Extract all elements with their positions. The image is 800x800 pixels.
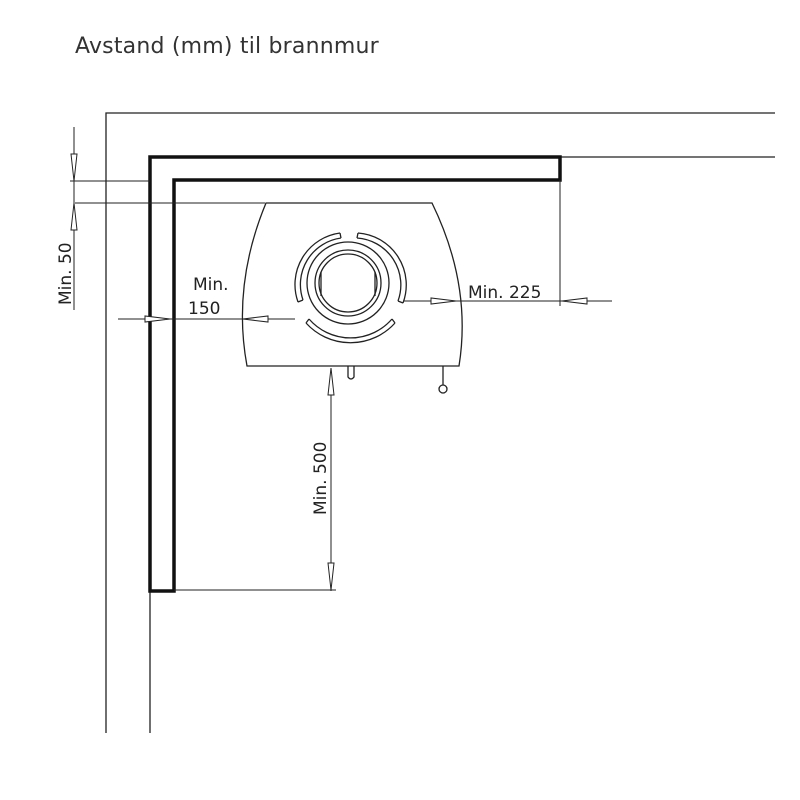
dimension-front-label: Min. 500 — [311, 442, 331, 515]
dimension-side: Min. 150 — [118, 275, 295, 323]
dimension-top-label: Min. 50 — [56, 242, 76, 305]
outer-wall — [105, 112, 775, 733]
dimension-top: Min. 50 — [56, 127, 265, 310]
dimension-side-label-1: Min. — [193, 275, 229, 295]
dimension-front: Min. 500 — [174, 367, 336, 591]
dimension-right-label: Min. 225 — [468, 283, 541, 303]
inner-wall-line — [149, 156, 775, 733]
page-title: Avstand (mm) til brannmur — [75, 34, 379, 59]
stove — [241, 202, 463, 394]
dimension-right: Min. 225 — [404, 180, 612, 306]
dimension-side-label-2: 150 — [188, 299, 220, 319]
firewall — [148, 155, 562, 593]
